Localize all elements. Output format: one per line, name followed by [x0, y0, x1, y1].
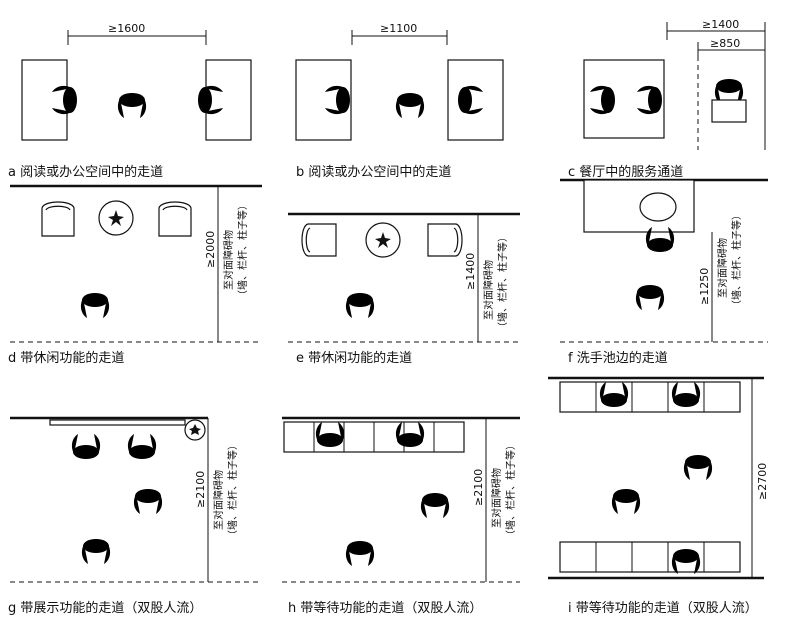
- note-d: 至对面障碍物: [222, 230, 235, 290]
- lounge-chair-d1: [41, 201, 75, 237]
- dim-f: ≥1250: [698, 268, 711, 305]
- panel-i: ≥2700 i 带等待功能的走道（双股人流）: [548, 376, 769, 616]
- walking-person-d: [80, 293, 110, 318]
- walking-person-i1: [683, 455, 713, 480]
- note-e-2: （墙、栏杆、柱子等）: [496, 232, 509, 332]
- dim-d: ≥2000: [204, 231, 217, 268]
- dim-a: ≥1600: [108, 22, 145, 35]
- wash-basin-counter-f: [583, 179, 695, 233]
- walking-person-a: [117, 93, 147, 118]
- dim-c-2: ≥850: [710, 37, 740, 50]
- note-g: 至对面障碍物: [212, 470, 225, 530]
- caption-e: e 带休闲功能的走道: [296, 350, 412, 366]
- panel-e: ≥1400 至对面障碍物 （墙、栏杆、柱子等） e 带休闲功能的走道: [288, 212, 520, 366]
- walking-person-h1: [420, 493, 450, 518]
- plant-icon: [375, 232, 391, 248]
- note-d-2: （墙、栏杆、柱子等）: [236, 200, 249, 300]
- plant-icon: [108, 210, 124, 226]
- caption-f: f 洗手池边的走道: [568, 350, 668, 366]
- dim-i: ≥2700: [756, 463, 769, 500]
- display-board-g: [49, 419, 186, 426]
- caption-h: h 带等待功能的走道（双股人流）: [288, 600, 482, 616]
- desk-a-left: [21, 59, 68, 141]
- walking-person-e: [345, 293, 375, 318]
- viewer-g1: [71, 434, 101, 459]
- waiting-bench-i-top: [559, 381, 741, 413]
- walking-person-f: [635, 285, 665, 310]
- walking-person-b: [395, 93, 425, 118]
- note-h-2: （墙、栏杆、柱子等）: [504, 440, 517, 540]
- panel-a: ≥1600 a 阅读或办公空间中的走道: [8, 22, 252, 180]
- waiting-bench-i-bottom: [559, 541, 741, 573]
- plant-icon: [189, 424, 201, 435]
- panel-b: ≥1100 b 阅读或办公空间中的走道: [295, 22, 504, 180]
- note-f-2: （墙、栏杆、柱子等）: [730, 210, 743, 310]
- panel-d: ≥2000 至对面障碍物 （墙、栏杆、柱子等） d 带休闲功能的走道: [8, 184, 262, 366]
- walking-person-h2: [345, 541, 375, 566]
- panel-c: ≥1400 ≥850 c 餐厅中的服务通道: [568, 18, 766, 180]
- note-h: 至对面障碍物: [490, 468, 503, 528]
- dim-h: ≥2100: [472, 469, 485, 506]
- desk-a-right: [205, 59, 252, 141]
- walking-person-g1: [133, 489, 163, 514]
- caption-b: b 阅读或办公空间中的走道: [296, 164, 451, 180]
- caption-i: i 带等待功能的走道（双股人流）: [568, 600, 758, 616]
- panel-g: ≥2100 至对面障碍物 （墙、栏杆、柱子等） g 带展示功能的走道（双股人流）: [8, 416, 262, 616]
- basin-f: [639, 192, 677, 222]
- panel-f: ≥1250 至对面障碍物 （墙、栏杆、柱子等） f 洗手池边的走道: [560, 178, 768, 366]
- lounge-chair-e2: [427, 223, 463, 257]
- note-g-2: （墙、栏杆、柱子等）: [226, 440, 239, 540]
- walking-person-i2: [611, 489, 641, 514]
- viewer-g2: [127, 434, 157, 459]
- serving-tray-c: [711, 99, 747, 123]
- dim-c-1: ≥1400: [702, 18, 739, 31]
- walking-person-g2: [81, 539, 111, 564]
- panel-h: ≥2100 至对面障碍物 （墙、栏杆、柱子等） h 带等待功能的走道（双股人流）: [282, 416, 520, 616]
- note-e: 至对面障碍物: [482, 260, 495, 320]
- dim-b: ≥1100: [380, 22, 417, 35]
- caption-g: g 带展示功能的走道（双股人流）: [8, 600, 202, 616]
- desk-b-right: [447, 59, 504, 141]
- lounge-chair-e1: [301, 223, 337, 257]
- dim-g: ≥2100: [194, 471, 207, 508]
- caption-a: a 阅读或办公空间中的走道: [8, 164, 163, 180]
- caption-d: d 带休闲功能的走道: [8, 350, 124, 366]
- note-f: 至对面障碍物: [716, 238, 729, 298]
- caption-c: c 餐厅中的服务通道: [568, 164, 683, 180]
- dim-e: ≥1400: [464, 253, 477, 290]
- lounge-chair-d2: [158, 201, 192, 237]
